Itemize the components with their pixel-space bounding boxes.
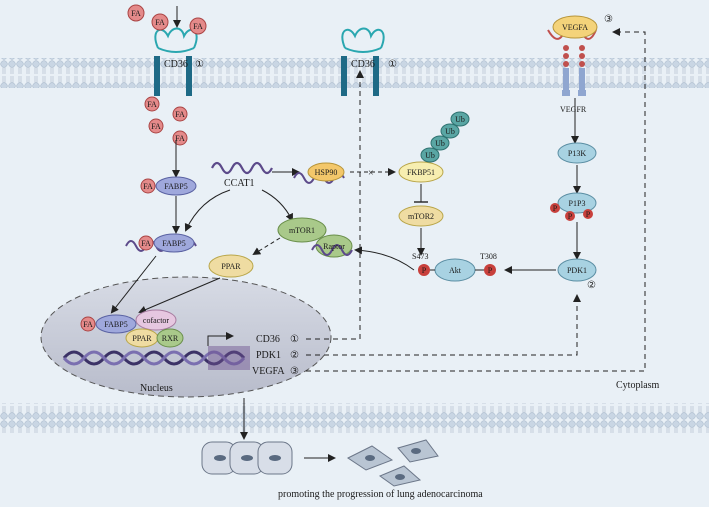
svg-text:P: P	[553, 204, 558, 213]
rna-strand-icon	[311, 244, 353, 256]
svg-text:FA: FA	[175, 134, 185, 143]
svg-text:Ub: Ub	[435, 139, 445, 148]
raptor-label: Raptor	[323, 242, 345, 251]
cd36-label-mid: CD36	[351, 59, 375, 70]
pip3-protein	[557, 192, 597, 214]
cell-cluster-icon	[201, 441, 293, 475]
fkbp51-protein	[398, 161, 444, 183]
svg-text:cofactor: cofactor	[143, 316, 170, 325]
fa-circle: FA	[148, 118, 164, 134]
svg-text:P: P	[586, 210, 591, 219]
cd36-circled-1-left: ①	[195, 59, 204, 70]
phospho-group: P P	[418, 264, 496, 276]
phospho-group: P P P	[550, 203, 593, 221]
pip3-label: P1P3	[569, 199, 586, 208]
t308-label: T308	[480, 252, 497, 261]
cd36-feedback-line	[306, 70, 364, 340]
svg-text:P: P	[422, 266, 427, 275]
vegfa-circled-3: ③	[604, 14, 613, 25]
svg-text:Ub: Ub	[425, 151, 435, 160]
fa-circle: FA	[151, 13, 169, 31]
akt-label: Akt	[449, 266, 462, 275]
svg-text:FABP5: FABP5	[162, 239, 185, 248]
svg-text:FA: FA	[193, 22, 203, 31]
svg-text:FA: FA	[155, 18, 165, 27]
vegfa-label: VEGFA	[562, 23, 588, 32]
svg-text:Ub: Ub	[445, 127, 455, 136]
svg-text:FA: FA	[83, 320, 93, 329]
pdk1-feedback-line	[306, 294, 581, 356]
svg-text:FA: FA	[141, 239, 151, 248]
svg-text:RXR: RXR	[162, 334, 179, 343]
fabp5-complex: FA FABP5	[140, 176, 197, 196]
svg-text:P: P	[488, 266, 493, 275]
lower-membrane	[0, 403, 709, 433]
outcome-label: promoting the progression of lung adenoc…	[278, 489, 483, 500]
pdk1-circled-2: ②	[587, 280, 596, 291]
svg-text:FA: FA	[151, 122, 161, 131]
cytoplasm-label: Cytoplasm	[616, 380, 660, 391]
svg-text:FA: FA	[143, 182, 153, 191]
spread-cells-icon	[347, 439, 439, 487]
ppar-label: PPAR	[221, 262, 241, 271]
dna-helix-icon	[62, 346, 250, 370]
gene-cd36-label: CD36	[256, 334, 280, 345]
hsp90-label: HSP90	[315, 168, 338, 177]
nucleus-compartment	[40, 276, 332, 398]
nucleus-label: Nucleus	[140, 383, 173, 394]
mtor2-protein	[398, 205, 444, 227]
mtor2-label: mTOR2	[408, 212, 434, 221]
ppar-protein	[208, 254, 254, 278]
transcription-complex: FA FABP5 cofactor PPAR RXR	[80, 309, 184, 348]
mtor1-protein	[277, 217, 327, 243]
inhibition-cross: ×	[368, 168, 374, 179]
gene-vegfa-label: VEGFA	[252, 366, 285, 377]
svg-text:FA: FA	[175, 110, 185, 119]
svg-text:FA: FA	[147, 100, 157, 109]
svg-text:P: P	[568, 212, 573, 221]
fa-circle: FA	[127, 4, 145, 22]
svg-text:FA: FA	[131, 9, 141, 18]
pdk1-protein	[557, 258, 597, 282]
gene-cd36-circled: ①	[290, 334, 299, 345]
cd36-circled-1-mid: ①	[388, 59, 397, 70]
svg-text:Ub: Ub	[455, 115, 465, 124]
pdk1-label: PDK1	[567, 266, 587, 275]
pi3k-protein	[557, 142, 597, 164]
cd36-receptor-icon	[341, 27, 385, 96]
hsp90-protein	[307, 162, 345, 182]
cd36-label-left: CD36	[164, 59, 188, 70]
s473-label: S473	[412, 252, 428, 261]
fa-circle: FA	[144, 96, 160, 112]
fa-circle: FA	[189, 17, 207, 35]
svg-text:FABP5: FABP5	[164, 182, 187, 191]
pi3k-label: P13K	[568, 149, 586, 158]
ccat1-label: CCAT1	[224, 178, 255, 189]
fabp5-rna-complex: FA FABP5	[125, 233, 197, 253]
fkbp51-label: FKBP51	[407, 168, 435, 177]
vegfa-ligand	[552, 15, 598, 39]
plasma-membrane	[0, 58, 709, 88]
vegfa-feedback-line	[306, 28, 646, 372]
svg-text:PPAR: PPAR	[132, 334, 152, 343]
gene-pdk1-circled: ②	[290, 350, 299, 361]
ub-chain: Ub Ub Ub Ub	[420, 111, 470, 163]
fa-circle: FA	[172, 106, 188, 122]
svg-text:FABP5: FABP5	[104, 320, 127, 329]
mtor1-label: mTOR1	[289, 226, 315, 235]
gene-vegfa-circled: ③	[290, 366, 299, 377]
gene-pdk1-label: PDK1	[256, 350, 281, 361]
fa-circle: FA	[172, 130, 188, 146]
rna-strand-icon	[211, 161, 273, 175]
vegfr-label: VEGFR	[560, 105, 587, 114]
